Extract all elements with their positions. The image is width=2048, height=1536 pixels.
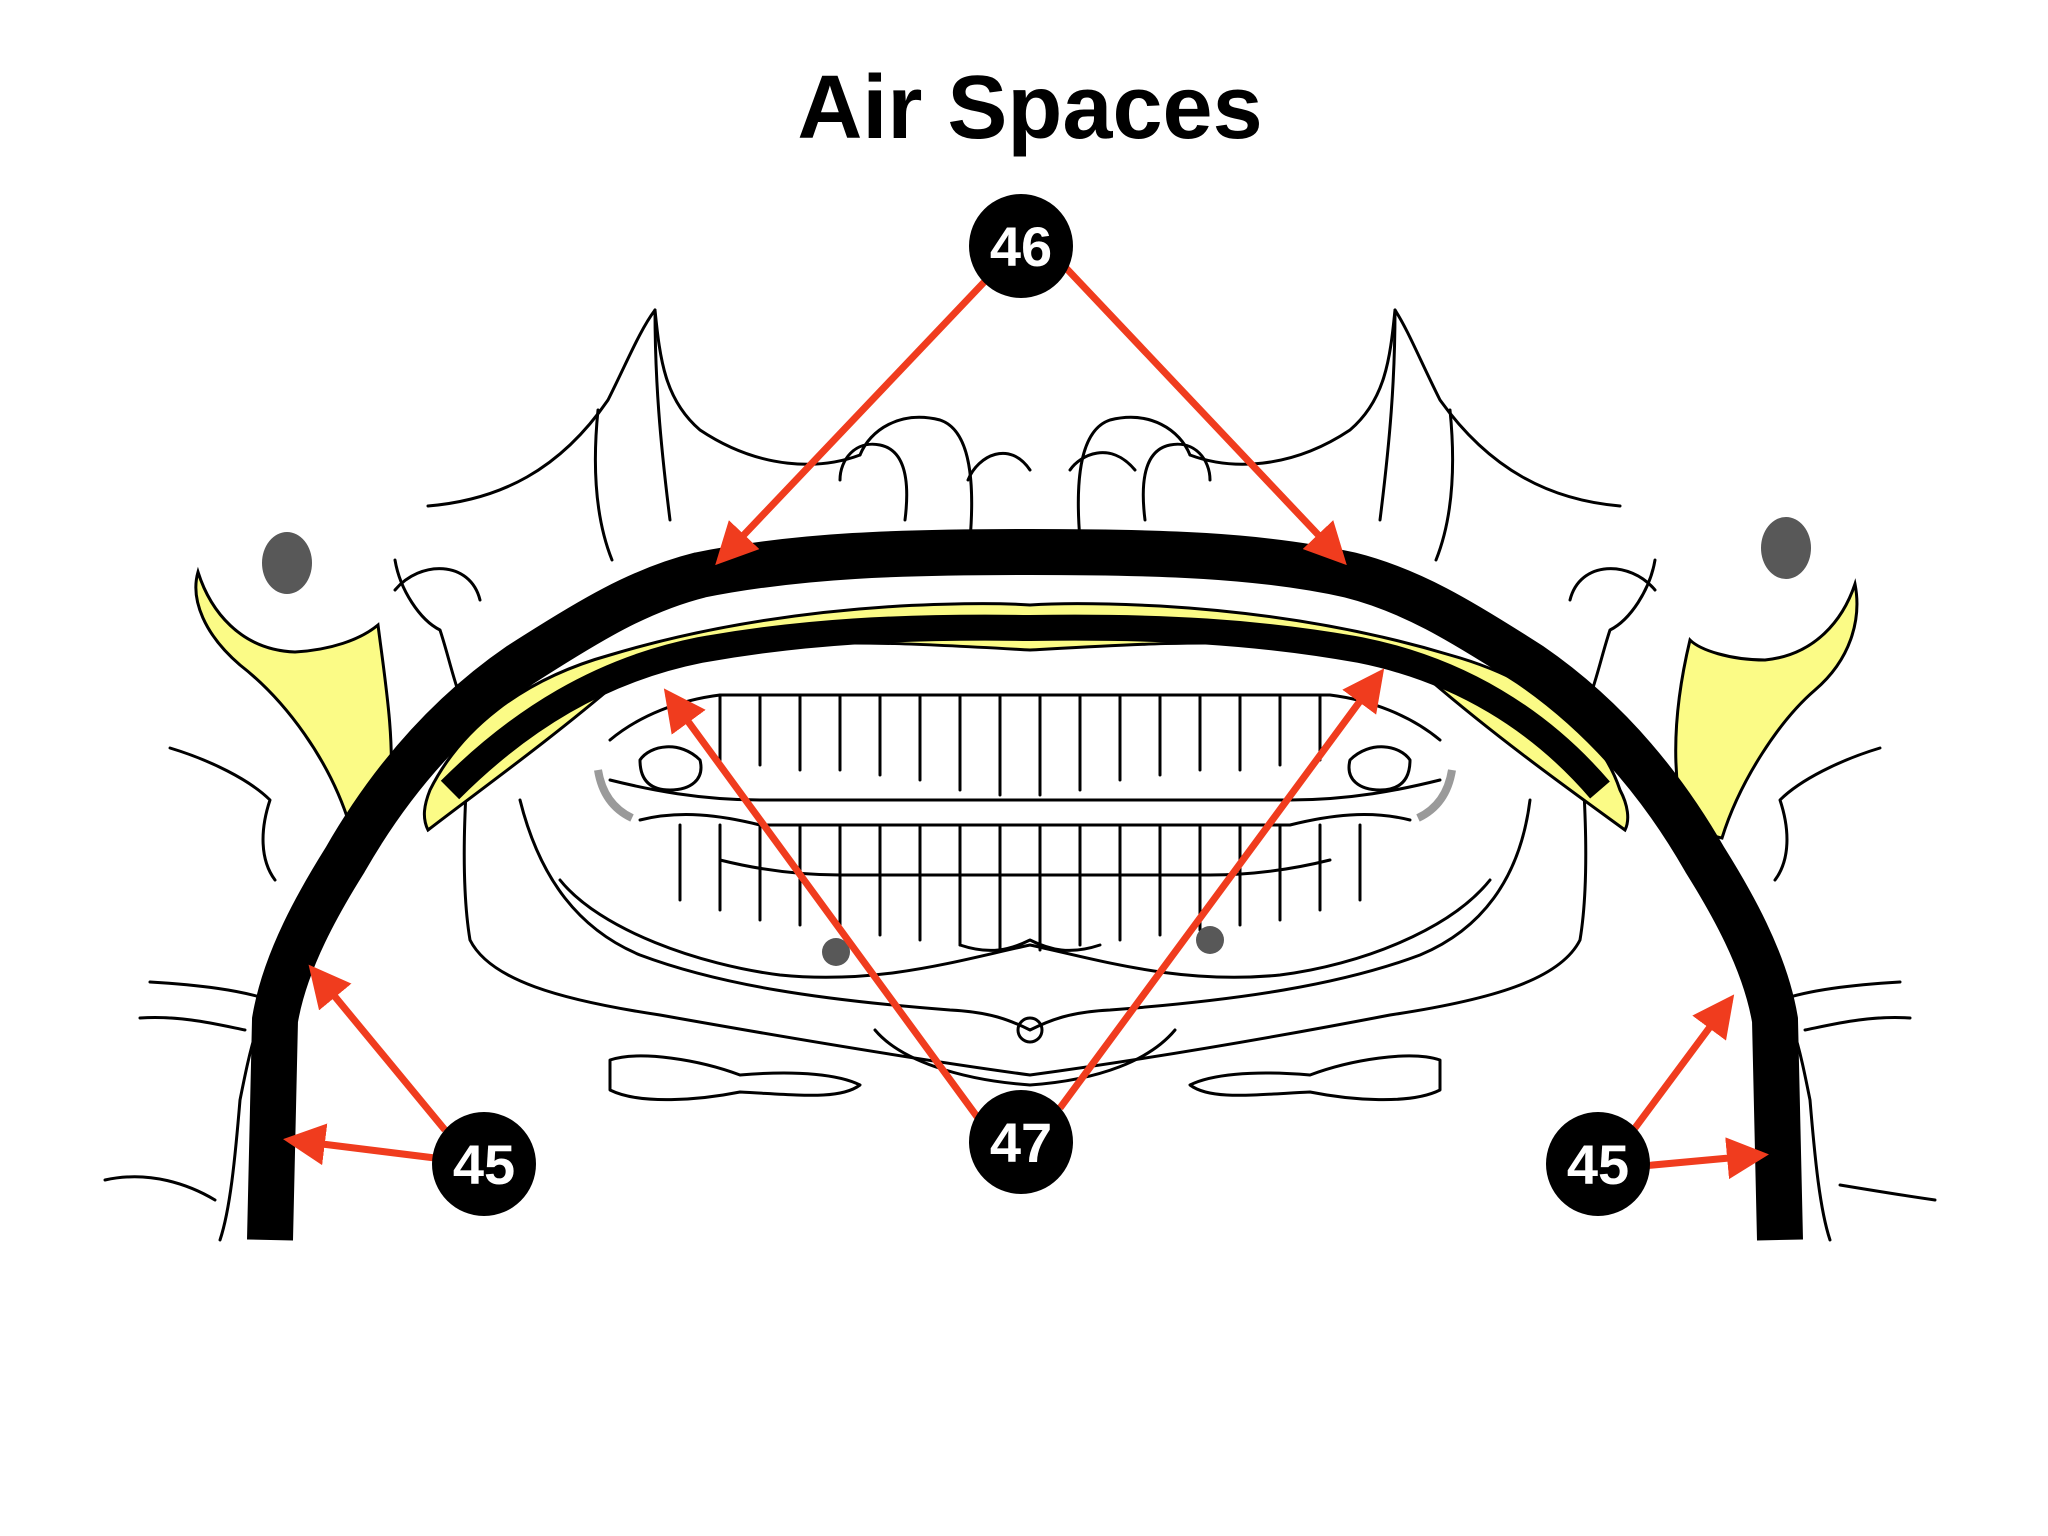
dentition-drawing bbox=[608, 693, 1442, 952]
hyoid-yellow-right bbox=[1674, 578, 1859, 840]
arrow-47-left bbox=[663, 688, 981, 1121]
arrows bbox=[283, 265, 1769, 1180]
callout-45-left-label: 45 bbox=[453, 1133, 515, 1196]
ear-rod-left-marker bbox=[262, 532, 312, 594]
callout-45-left: 45 bbox=[432, 1112, 536, 1216]
mental-foramen-left-marker bbox=[822, 938, 850, 966]
arrow-45-right-side bbox=[1641, 1137, 1769, 1180]
arrow-45-left-side bbox=[283, 1123, 436, 1166]
arrow-47-right bbox=[1057, 668, 1385, 1111]
pharyngeal-airway-black bbox=[247, 528, 1803, 1241]
callout-45-right: 45 bbox=[1546, 1112, 1650, 1216]
arrow-46-left bbox=[715, 275, 991, 566]
callout-47: 47 bbox=[969, 1090, 1073, 1194]
palatoglossal-air-space bbox=[440, 614, 1610, 800]
callout-45-right-label: 45 bbox=[1567, 1133, 1629, 1196]
diagram-title: Air Spaces bbox=[797, 58, 1262, 158]
callout-47-label: 47 bbox=[990, 1111, 1052, 1174]
ear-rod-right-marker bbox=[1761, 517, 1811, 579]
callout-46-label: 46 bbox=[990, 215, 1052, 278]
arrow-45-left-up bbox=[308, 964, 448, 1133]
third-molar-left-shading bbox=[594, 769, 634, 822]
hyoid-yellow-left bbox=[194, 566, 393, 828]
third-molar-right-shading bbox=[1416, 769, 1456, 822]
arrow-45-right-up bbox=[1629, 994, 1735, 1135]
arrow-46-right bbox=[1063, 265, 1347, 566]
mental-foramen-right-marker bbox=[1196, 926, 1224, 954]
nasopharyngeal-air-space bbox=[247, 528, 1803, 1241]
callout-46: 46 bbox=[969, 194, 1073, 298]
